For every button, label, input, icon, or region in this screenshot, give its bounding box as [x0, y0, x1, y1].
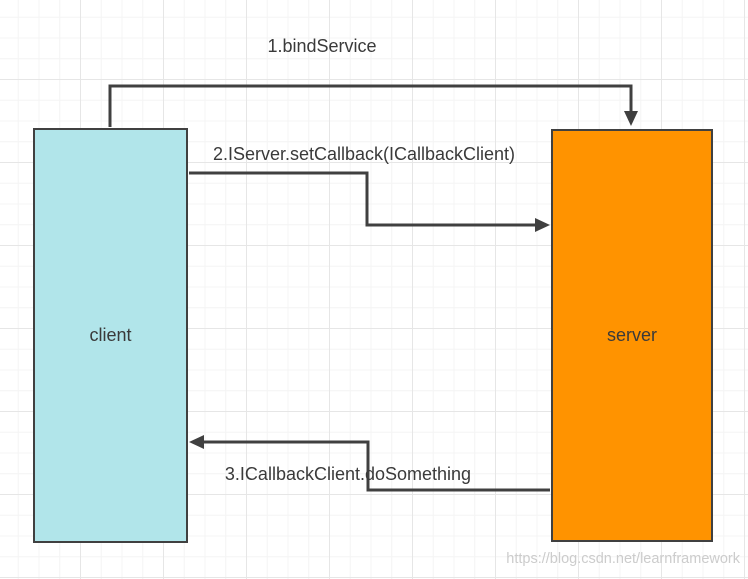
edge-label-setcallback: 2.IServer.setCallback(ICallbackClient)	[212, 144, 516, 164]
watermark-url: https://blog.csdn.net/learnframework	[506, 551, 740, 567]
edge-setcallback-arrow	[189, 171, 550, 232]
edge-label-bindservice: 1.bindService	[267, 36, 377, 56]
edge-bindservice-arrow	[108, 84, 638, 127]
edge-label-dosomething: 3.ICallbackClient.doSomething	[224, 464, 472, 484]
client-node-label: client	[89, 325, 132, 345]
server-node-label: server	[606, 325, 657, 345]
client-node: client	[33, 128, 188, 543]
server-node: server	[551, 129, 713, 542]
